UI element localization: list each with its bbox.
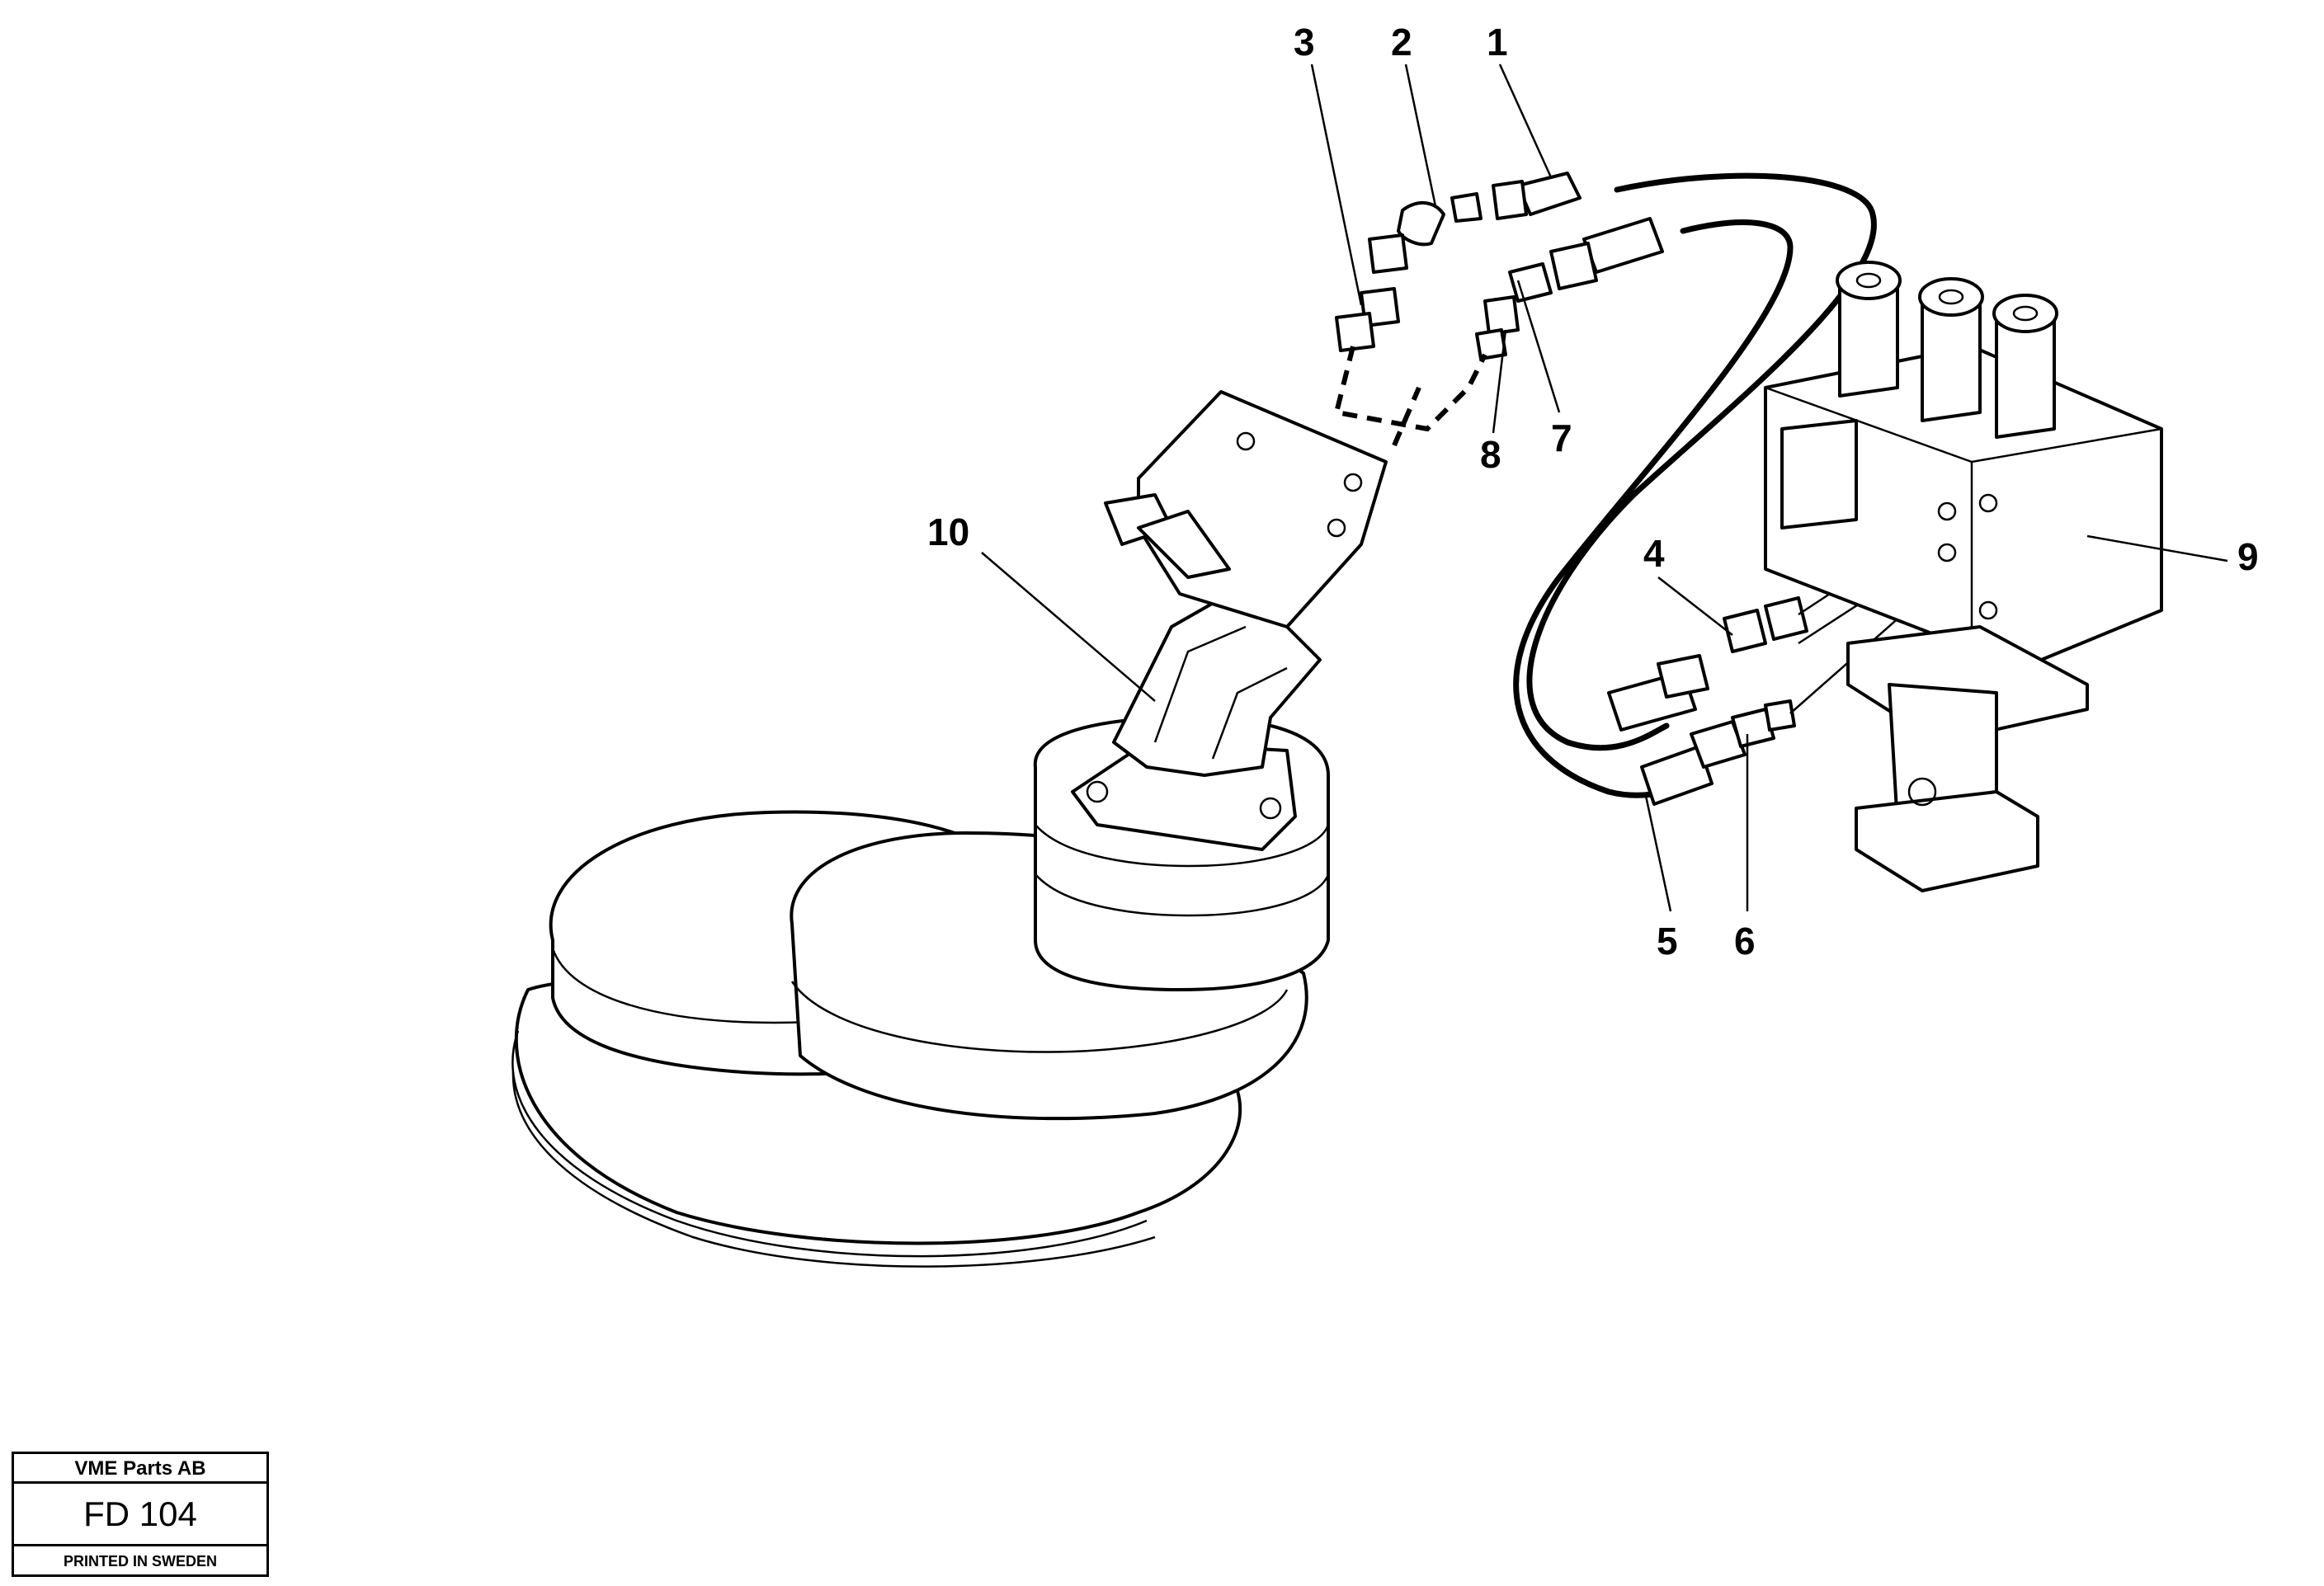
callout-1: 1 — [1487, 21, 1508, 64]
control-valve — [1764, 261, 2163, 892]
callout-5: 5 — [1657, 920, 1678, 962]
callout-3: 3 — [1294, 21, 1315, 64]
callout-10: 10 — [927, 511, 970, 553]
company-name: VME Parts AB — [14, 1454, 266, 1484]
callout-9: 9 — [2237, 535, 2259, 578]
callout-2: 2 — [1391, 21, 1412, 64]
printed-note: PRINTED IN SWEDEN — [63, 1553, 217, 1570]
callout-6: 6 — [1734, 920, 1756, 962]
fittings-upper — [1335, 172, 1664, 360]
title-block: VME Parts AB FD 104 PRINTED IN SWEDEN — [12, 1452, 269, 1577]
hydraulic-motor — [1071, 390, 1388, 851]
callout-4: 4 — [1643, 532, 1665, 575]
callout-8: 8 — [1480, 433, 1501, 476]
drawing-number: FD 104 — [14, 1484, 266, 1546]
callout-7: 7 — [1551, 417, 1572, 459]
leader-lines — [981, 64, 2228, 912]
